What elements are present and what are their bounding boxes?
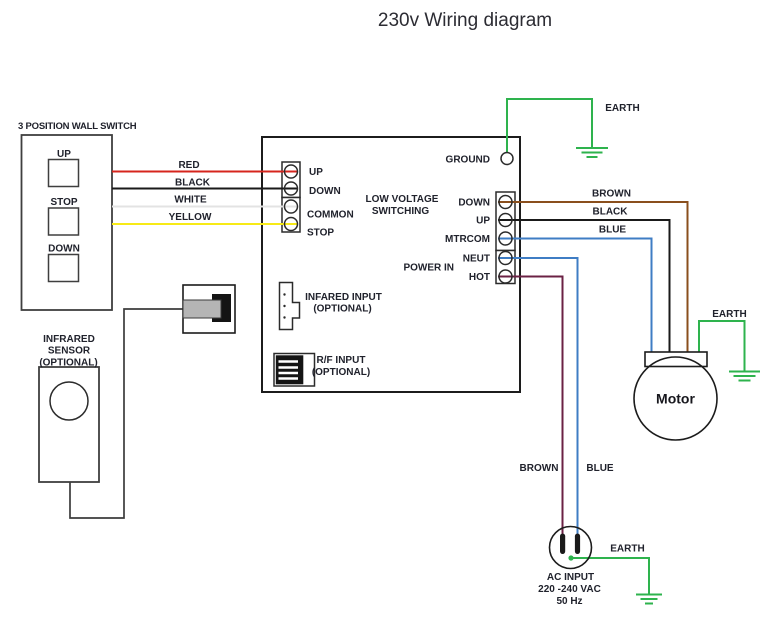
earth-wiring (506, 98, 760, 605)
low-voltage-label-line2: SWITCHING (372, 206, 429, 217)
wire-label-blue-motor: BLUE (599, 225, 627, 236)
sensor-cable (69, 308, 183, 519)
sensor-label-line3: (OPTIONAL) (39, 358, 97, 369)
terminal-label-neut: NEUT (463, 254, 490, 265)
cable-plug-connector-icon (182, 299, 222, 319)
earth-label-top: EARTH (605, 103, 639, 114)
ac-plug-pin-neutral (574, 533, 581, 554)
terminal-label-up-right: UP (476, 216, 490, 227)
wire-label-black: BLACK (175, 178, 211, 189)
wall-switch (20, 134, 113, 311)
rf-input-jack (273, 352, 316, 387)
wire-label-brown-motor: BROWN (592, 189, 631, 200)
wire-black-motor (498, 219, 671, 352)
ac-input-label-line2: 220 -240 VAC (538, 584, 601, 595)
motor-wires (498, 201, 689, 352)
wire-label-brown-supply: BROWN (520, 463, 559, 474)
earth-label-ac: EARTH (610, 544, 644, 555)
wall-switch-title: 3 POSITION WALL SWITCH (18, 121, 137, 132)
page-title: 230v Wiring diagram (378, 10, 552, 31)
wire-blue-motor (498, 237, 653, 352)
motor (633, 351, 718, 441)
terminal-neut (498, 250, 513, 266)
sensor-body (38, 366, 100, 483)
sensor-label-line1: INFRARED (43, 334, 95, 345)
wire-label-black-motor: BLACK (593, 207, 629, 218)
ac-input-label-line3: 50 Hz (556, 596, 582, 607)
ir-connector-pin (283, 304, 286, 308)
sensor-lens (49, 381, 89, 421)
wire-label-blue-supply: BLUE (586, 463, 614, 474)
terminal-label-hot: HOT (469, 272, 490, 283)
wall-switch-button-down (47, 253, 80, 283)
ir-connector-pin (283, 316, 286, 319)
button-label-stop: STOP (50, 197, 77, 208)
motor-body (633, 356, 718, 441)
terminal-label-down-right: DOWN (458, 198, 490, 209)
terminal-label-stop: STOP (307, 228, 334, 239)
earth-wire-motor (698, 320, 746, 371)
left-terminal-strip-top (281, 161, 301, 199)
ir-connector-pin (283, 293, 286, 296)
terminal-label-common: COMMON (307, 210, 354, 221)
ac-plug-face (548, 525, 593, 570)
terminal-down-right (498, 194, 513, 210)
terminal-mtrcom (498, 231, 513, 246)
ground-label: GROUND (446, 155, 490, 166)
earth-label-motor: EARTH (712, 309, 746, 320)
earth-pin-dot (568, 555, 574, 561)
terminal-label-down-left: DOWN (309, 186, 341, 197)
rf-jack-icon (275, 355, 304, 385)
terminal-hot (498, 269, 513, 284)
motor-terminal-box (644, 351, 708, 368)
wire-label-yellow: YELLOW (169, 212, 212, 223)
power-in-label: POWER IN (403, 263, 454, 274)
sensor-label-line2: SENSOR (48, 346, 91, 357)
wall-switch-button-up (47, 158, 80, 188)
wire-blue-neutral (498, 257, 579, 535)
wall-switch-button-stop (47, 207, 80, 236)
infrared-input-label-line1: INFARED INPUT (305, 292, 382, 303)
motor-label: Motor (656, 391, 695, 407)
terminal-label-up-left: UP (309, 167, 323, 178)
terminal-stop (283, 216, 299, 232)
rf-input-label-line2: (OPTIONAL) (312, 367, 370, 378)
low-voltage-label-line1: LOW VOLTAGE (366, 194, 439, 205)
ac-plug-pin-live (560, 533, 566, 554)
terminal-down-left (283, 181, 299, 196)
button-label-up: UP (57, 149, 71, 160)
supply-wires (498, 257, 579, 535)
wire-label-red: RED (178, 160, 199, 171)
ac-input-plug (548, 525, 593, 570)
terminal-ground (500, 151, 514, 166)
earth-wire-control-box (506, 98, 593, 153)
wire-label-white: WHITE (174, 195, 207, 206)
infrared-sensor (38, 284, 236, 519)
infrared-input-label-line2: (OPTIONAL) (313, 304, 371, 315)
wire-brown-live (498, 275, 564, 535)
earth-wire-ac-plug (572, 557, 650, 594)
infrared-input-connector (278, 281, 301, 331)
ac-input-label-line1: AC INPUT (547, 572, 594, 583)
button-label-down: DOWN (48, 244, 80, 255)
low-voltage-wires (112, 170, 298, 225)
terminal-common (283, 199, 299, 214)
terminal-up-left (283, 164, 299, 179)
terminal-circles (283, 151, 514, 284)
terminal-label-mtrcom: MTRCOM (445, 234, 490, 245)
rf-input-label-line1: R/F INPUT (317, 355, 366, 366)
wire-brown-motor (498, 201, 689, 352)
control-box (261, 136, 521, 393)
terminal-up-right (498, 212, 513, 228)
